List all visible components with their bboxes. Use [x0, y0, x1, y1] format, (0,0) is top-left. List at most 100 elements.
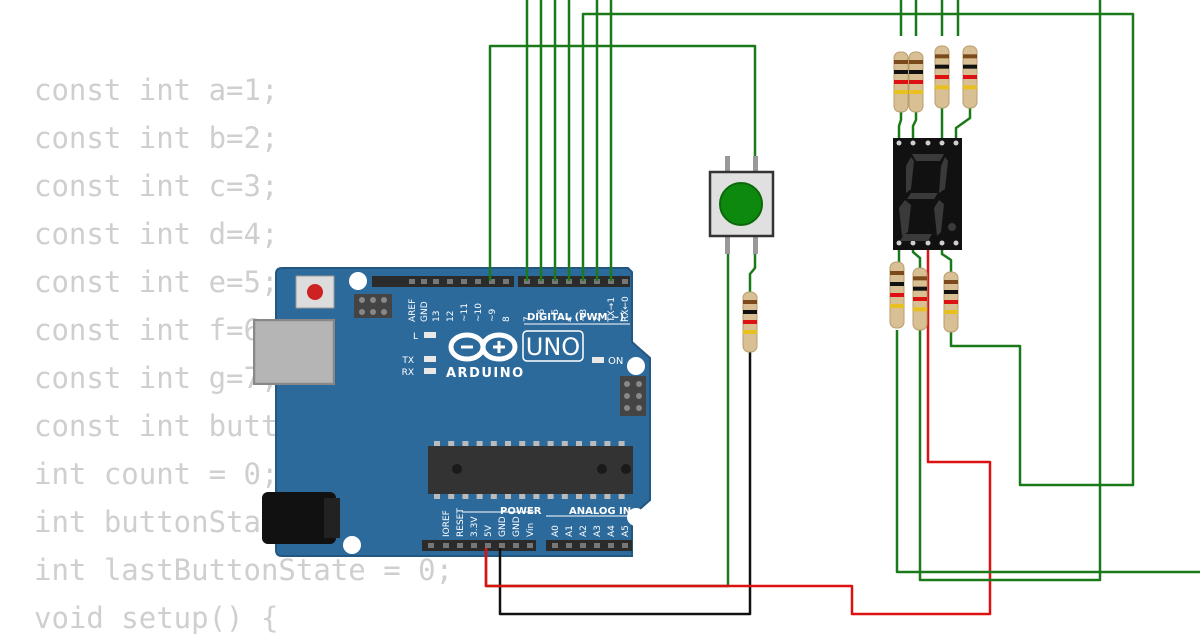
pin-hole — [485, 543, 491, 548]
analog-pin-label: A1 — [565, 525, 575, 537]
display-segments — [899, 154, 956, 241]
pushbutton[interactable] — [708, 156, 775, 254]
display-pin — [910, 240, 916, 246]
resistors — [742, 45, 978, 353]
digital-pin-label: RX←0 — [621, 296, 631, 322]
wire-button-input[interactable] — [488, 44, 757, 281]
display-pin — [910, 140, 916, 146]
code-line: const int a=1; — [34, 73, 279, 107]
arduino-logo — [448, 332, 518, 362]
display-pin — [896, 240, 902, 246]
pin-hole — [594, 279, 600, 284]
code-line: const int g=7; — [34, 361, 279, 395]
resistor[interactable] — [889, 261, 905, 329]
resistor[interactable] — [962, 45, 978, 109]
icsp2-header — [620, 376, 646, 416]
digital-pin-label: GND — [420, 301, 430, 322]
wire-seg-b-lower[interactable] — [911, 108, 918, 140]
power-jack-body — [324, 498, 340, 538]
power-pin-label: 5V — [484, 524, 494, 537]
pin-hole — [580, 279, 586, 284]
pin-hole — [622, 543, 628, 548]
digital-pin-label: ~11 — [460, 303, 470, 322]
segment-b — [939, 157, 948, 193]
power-pin-label: Vin — [526, 523, 536, 537]
pin-hole — [580, 543, 586, 548]
reset-button-cap[interactable] — [307, 284, 323, 300]
resistor[interactable] — [943, 271, 959, 333]
icsp-header — [354, 294, 392, 318]
display-pin — [896, 140, 902, 146]
mounting-hole — [627, 508, 645, 526]
pin-hole — [608, 543, 614, 548]
resistor[interactable] — [908, 51, 924, 113]
pin-hole — [489, 279, 495, 284]
wire-pin3[interactable] — [581, 12, 1135, 487]
led-l-label: L — [413, 332, 418, 342]
analog-pin-label: A3 — [593, 525, 603, 537]
wires — [484, 0, 1200, 616]
code-background: const int a=1;const int b=2;const int c=… — [34, 66, 453, 642]
microcontroller-chip — [428, 441, 633, 499]
segment-g — [907, 193, 938, 199]
code-line: const int b=2; — [34, 121, 279, 155]
resistor[interactable] — [742, 291, 758, 353]
mounting-hole — [349, 272, 367, 290]
pin-hole — [524, 279, 530, 284]
pin-hole — [409, 279, 415, 284]
digital-pin-label: ~10 — [474, 303, 484, 322]
code-line: void setup() { — [34, 601, 279, 635]
pin-hole — [475, 279, 481, 284]
digital-pin-label: 4 — [565, 316, 575, 322]
board-brand: ARDUINO — [446, 366, 525, 381]
power-header-label: POWER — [500, 506, 542, 517]
bottom-pin-holes — [428, 543, 628, 548]
onboard-leds — [424, 332, 604, 374]
digital-pin-label: 12 — [446, 311, 456, 322]
code-line: int lastButtonState = 0; — [34, 553, 454, 587]
digital-pin-label: ~6 — [537, 308, 547, 322]
wire-display-common[interactable] — [484, 244, 992, 616]
digital-header-low — [518, 276, 630, 287]
digital-pin-label: 2 — [593, 316, 603, 322]
pin-hole — [594, 543, 600, 548]
resistor[interactable] — [934, 45, 950, 109]
analog-pin-label: A2 — [579, 525, 589, 537]
segment-a — [912, 154, 944, 161]
code-line: const int e=5; — [34, 265, 279, 299]
power-header — [422, 540, 536, 551]
wire-seg-e-lower[interactable] — [895, 330, 1200, 574]
display-pin — [953, 240, 959, 246]
pin-hole — [443, 543, 449, 548]
pin-hole — [622, 279, 628, 284]
resistor[interactable] — [912, 267, 928, 331]
analog-pin-label: A5 — [621, 525, 631, 537]
display-pin — [953, 140, 959, 146]
power-pin-label: IOREF — [442, 510, 452, 537]
digital-header-high — [372, 276, 514, 287]
display-pin — [925, 140, 931, 146]
wire-ground[interactable] — [498, 350, 752, 616]
pin-hole — [527, 543, 533, 548]
usb-port-face — [256, 322, 332, 382]
digital-pin-label: TX→1 — [607, 297, 617, 323]
pin-hole — [538, 279, 544, 284]
segment-d — [900, 234, 932, 241]
segment-f — [906, 157, 914, 193]
pin-hole — [447, 279, 453, 284]
pin-hole — [457, 543, 463, 548]
wire-seg-g-lower[interactable] — [954, 108, 972, 140]
segment-c — [934, 200, 944, 236]
pushbutton-cap[interactable] — [719, 182, 763, 226]
digital-pin-label: ~3 — [579, 309, 589, 322]
wire-seg-a-lower[interactable] — [897, 108, 903, 140]
resistor[interactable] — [893, 51, 909, 113]
pin-hole — [566, 543, 572, 548]
code-line: const int d=4; — [34, 217, 279, 251]
digital-header-label: DIGITAL (PWM ~) — [527, 312, 624, 323]
segment-e — [899, 200, 911, 236]
wire-seg-d-lower[interactable] — [918, 0, 1102, 582]
